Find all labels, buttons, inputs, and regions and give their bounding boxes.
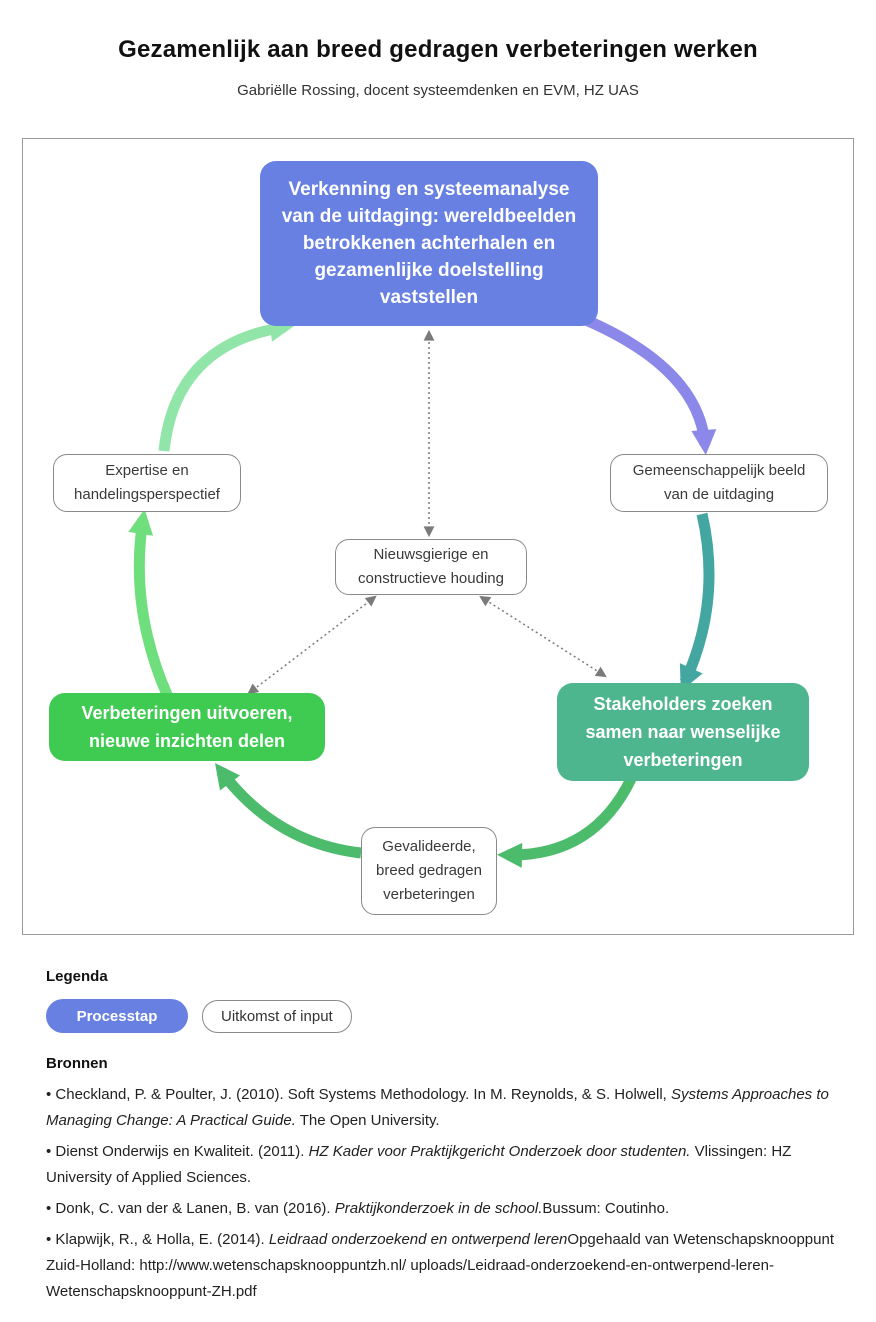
outcome-gevalideerde-label: Gevalideerde, breed gedragen verbetering… (376, 838, 482, 903)
sources-section: Bronnen • Checkland, P. & Poulter, J. (2… (46, 1055, 836, 1310)
reference-text: • Dienst Onderwijs en Kwaliteit. (2011). (46, 1143, 309, 1160)
reference-italic: HZ Kader voor Praktijkgericht Onderzoek … (308, 1143, 691, 1160)
reference-text: • Donk, C. van der & Lanen, B. van (2016… (46, 1200, 335, 1217)
reference-text: • Checkland, P. & Poulter, J. (2010). So… (46, 1086, 671, 1103)
legend-heading: Legenda (46, 968, 108, 985)
dotted-link-houding-verbeteringen-icon (247, 595, 377, 695)
arrow-stakeholders-to-gevalideerde-icon (497, 776, 636, 868)
process-diagram: Verkenning en systeemanalyse van de uitd… (22, 138, 854, 935)
dotted-link-houding-stakeholders-icon (479, 595, 607, 678)
process-step-verkenning: Verkenning en systeemanalyse van de uitd… (260, 161, 598, 326)
legend: Legenda Processtap Uitkomst of input (46, 968, 352, 1033)
outcome-houding-label: Nieuwsgierige en constructieve houding (358, 546, 504, 587)
outcome-gevalideerde: Gevalideerde, breed gedragen verbetering… (361, 827, 497, 915)
outcome-gemeenschappelijk-beeld-label: Gemeenschappelijk beeld van de uitdaging (632, 462, 806, 503)
process-step-verbeteringen: Verbeteringen uitvoeren, nieuwe inzichte… (49, 693, 325, 761)
sources-heading: Bronnen (46, 1055, 108, 1072)
process-step-stakeholders-label: Stakeholders zoeken samen naar wenselijk… (585, 694, 781, 770)
outcome-expertise: Expertise en handelingsperspectief (53, 454, 241, 512)
reference-italic: Leidraad onderzoekend en ontwerpend lere… (268, 1231, 568, 1248)
legend-outcome-pill: Uitkomst of input (202, 999, 352, 1033)
reference-text: Opgehaald van Wetenschapsknooppunt Zuid-… (46, 1231, 834, 1300)
arrow-expertise-to-verkenning-icon (158, 316, 295, 452)
outcome-houding: Nieuwsgierige en constructieve houding (335, 539, 527, 595)
reference-italic: Systems Approaches to Managing Change: A… (46, 1086, 829, 1129)
page-subtitle: Gabriëlle Rossing, docent systeemdenken … (237, 82, 639, 99)
reference-klapwijk: • Klapwijk, R., & Holla, E. (2014). Leid… (46, 1227, 836, 1305)
reference-italic: Praktijkonderzoek in de school. (334, 1200, 543, 1217)
reference-text: Bussum: Coutinho. (542, 1200, 670, 1217)
process-step-verbeteringen-label: Verbeteringen uitvoeren, nieuwe inzichte… (81, 703, 293, 751)
arrow-gevalideerde-to-verbeteringen-icon (214, 763, 362, 859)
outcome-expertise-label: Expertise en handelingsperspectief (74, 462, 220, 503)
process-step-verkenning-label: Verkenning en systeemanalyse van de uitd… (281, 179, 577, 308)
reference-dienst: • Dienst Onderwijs en Kwaliteit. (2011).… (46, 1139, 836, 1191)
page-title: Gezamenlijk aan breed gedragen verbeteri… (118, 36, 758, 63)
process-step-stakeholders: Stakeholders zoeken samen naar wenselijk… (557, 683, 809, 781)
arrow-beeld-to-stakeholders-icon (679, 512, 715, 692)
reference-text: • Klapwijk, R., & Holla, E. (2014). (46, 1231, 269, 1248)
outcome-gemeenschappelijk-beeld: Gemeenschappelijk beeld van de uitdaging (610, 454, 828, 512)
legend-process-pill: Processtap (46, 999, 188, 1033)
reference-donk: • Donk, C. van der & Lanen, B. van (2016… (46, 1196, 836, 1222)
reference-checkland: • Checkland, P. & Poulter, J. (2010). So… (46, 1082, 836, 1134)
reference-text: The Open University. (295, 1112, 440, 1129)
diagram-arrows (128, 311, 717, 868)
arrow-verbeteringen-to-expertise-icon (128, 509, 174, 700)
arrow-verkenning-to-beeld-icon (576, 311, 717, 455)
reference-text: Vlissingen: HZ University of Applied Sci… (46, 1143, 792, 1186)
